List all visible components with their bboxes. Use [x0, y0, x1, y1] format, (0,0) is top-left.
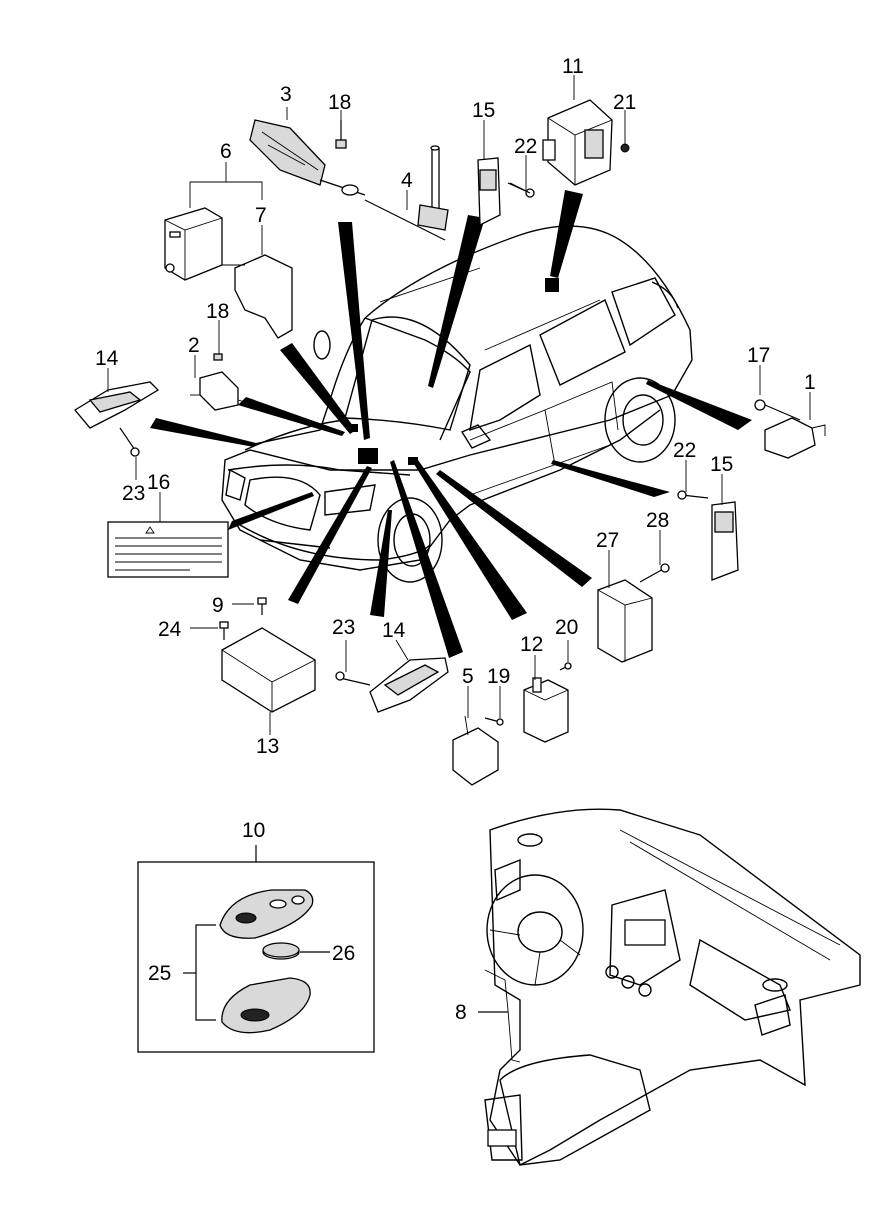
- part-6-control-unit: [164, 207, 223, 281]
- callout-20: 20: [555, 616, 578, 639]
- callout-25: 25: [148, 962, 171, 985]
- connector-marker: [408, 457, 418, 465]
- part-14-sensor-left: [74, 381, 160, 457]
- callout-3: 3: [280, 83, 292, 106]
- callout-23: 23: [122, 482, 145, 505]
- leader-wedge: [646, 380, 752, 430]
- callout-23: 23: [332, 616, 355, 639]
- part-10-keyfob-box: [137, 845, 375, 1053]
- part-11-module: [542, 99, 630, 186]
- leader-wedge: [288, 466, 372, 604]
- part-4-antenna: [364, 145, 449, 241]
- callout-24: 24: [158, 618, 182, 641]
- callout-10: 10: [242, 819, 265, 842]
- leader-wedge: [370, 510, 392, 617]
- part-7-bracket: [222, 254, 293, 339]
- leader-wedge: [338, 222, 370, 440]
- part-3-module: [249, 119, 366, 196]
- callout-14: 14: [382, 619, 406, 642]
- part-15-sensor-right: [677, 490, 739, 581]
- roof-module-marker: [545, 278, 559, 292]
- callout-7: 7: [255, 204, 267, 227]
- part-18-screw-top: [335, 120, 347, 149]
- callout-16: 16: [147, 471, 170, 494]
- leader-wedge: [414, 460, 527, 620]
- callout-22: 22: [673, 439, 696, 462]
- leader-wedge: [238, 397, 345, 436]
- callout-18: 18: [328, 91, 351, 114]
- leader-wedge: [390, 460, 463, 658]
- callout-4: 4: [401, 169, 413, 192]
- callout-14: 14: [95, 347, 119, 370]
- callout-6: 6: [220, 140, 232, 163]
- leader-wedge: [550, 190, 583, 278]
- callout-13: 13: [256, 735, 279, 758]
- callout-12: 12: [520, 633, 543, 656]
- callout-1: 1: [804, 371, 816, 394]
- callout-5: 5: [462, 665, 474, 688]
- callout-9: 9: [212, 594, 224, 617]
- part-1-sensor: [754, 399, 826, 459]
- part-27-module: [597, 563, 670, 663]
- part-22-screw: [509, 182, 531, 194]
- callout-28: 28: [646, 509, 669, 532]
- part-12-relay: [523, 662, 572, 743]
- callout-21: 21: [613, 91, 636, 114]
- callout-15: 15: [472, 99, 495, 122]
- callout-27: 27: [596, 529, 619, 552]
- part-5-module: [452, 715, 504, 786]
- callout-labels: 3 18 15 11 21 22 6 4 7 18 2 14 17 1 22 1…: [95, 55, 816, 1024]
- callout-15: 15: [710, 453, 733, 476]
- center-module-marker: [358, 448, 378, 464]
- part-8-dashboard: [478, 808, 861, 1166]
- part-14-sensor-lower: [335, 657, 449, 713]
- callout-22: 22: [514, 135, 537, 158]
- callout-26: 26: [332, 942, 355, 965]
- callout-8: 8: [455, 1001, 467, 1024]
- leader-wedge: [551, 460, 670, 497]
- callout-leaders: [107, 75, 811, 735]
- leader-wedge: [150, 418, 256, 447]
- part-16-label: [107, 521, 229, 578]
- part-18-screw-mid: [213, 353, 223, 361]
- callout-17: 17: [747, 344, 770, 367]
- part-2-sensor: [190, 371, 256, 411]
- leader-wedge: [280, 343, 356, 434]
- leader-wedge: [428, 215, 485, 388]
- callout-18: 18: [206, 300, 229, 323]
- callout-19: 19: [487, 665, 510, 688]
- leader-wedges: [150, 190, 752, 658]
- leader-wedge: [228, 492, 314, 530]
- vehicle-outline: [221, 225, 693, 583]
- leader-wedge: [436, 470, 592, 587]
- connector-marker: [348, 424, 358, 432]
- callout-2: 2: [188, 334, 200, 357]
- callout-11: 11: [562, 55, 584, 78]
- part-13-airbag-unit: [219, 597, 316, 713]
